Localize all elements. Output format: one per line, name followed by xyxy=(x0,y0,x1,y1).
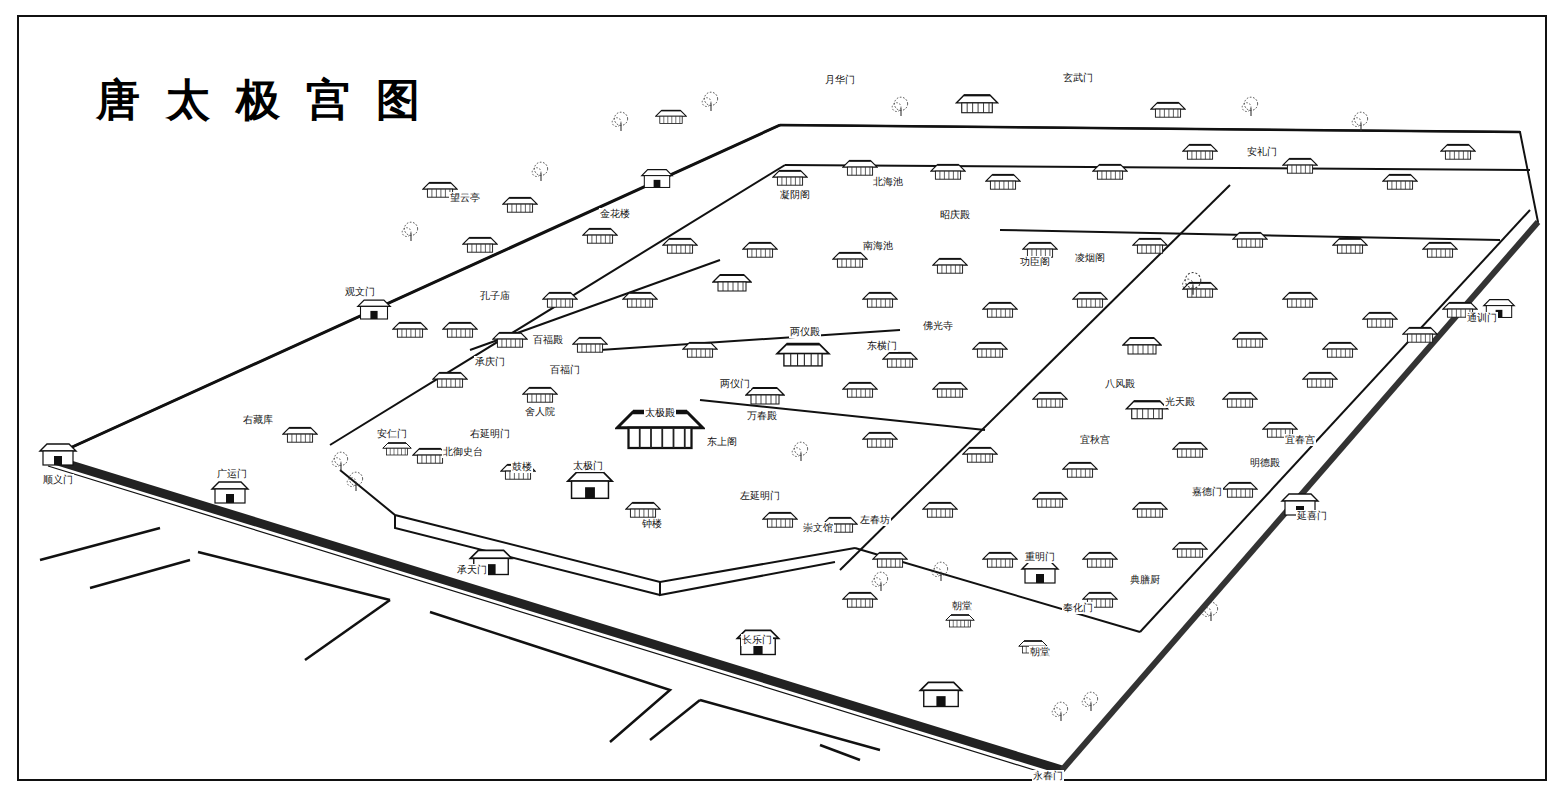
place-label: 左春坊 xyxy=(859,514,891,526)
place-label: 延喜门 xyxy=(1296,510,1328,522)
place-label: 南海池 xyxy=(862,240,894,252)
place-label: 安礼门 xyxy=(1246,146,1278,158)
place-label: 宜春宫 xyxy=(1284,434,1316,446)
place-label: 凝阴阁 xyxy=(779,189,811,201)
place-label: 通训门 xyxy=(1466,312,1498,324)
place-label: 左延明门 xyxy=(739,490,781,502)
place-label: 崇文馆 xyxy=(802,522,834,534)
place-label: 太极殿 xyxy=(644,407,676,419)
place-label: 月华门 xyxy=(824,74,856,86)
place-label: 昭庆殿 xyxy=(939,209,971,221)
place-label: 功臣阁 xyxy=(1019,256,1051,268)
place-label: 北御史台 xyxy=(442,446,484,458)
place-label: 万春殿 xyxy=(746,410,778,422)
place-label: 太极门 xyxy=(572,460,604,472)
place-label: 右藏库 xyxy=(242,414,274,426)
place-label: 孔子庙 xyxy=(479,290,511,302)
place-label: 右延明门 xyxy=(469,428,511,440)
place-label: 八风殿 xyxy=(1104,378,1136,390)
place-label: 朝堂 xyxy=(951,600,973,612)
place-label: 永春门 xyxy=(1032,770,1064,782)
place-label: 光天殿 xyxy=(1164,396,1196,408)
place-label: 两仪门 xyxy=(719,378,751,390)
place-label: 玄武门 xyxy=(1062,72,1094,84)
place-label: 承庆门 xyxy=(474,356,506,368)
place-label: 顺义门 xyxy=(42,474,74,486)
place-label: 观文门 xyxy=(344,286,376,298)
place-label: 奉化门 xyxy=(1062,602,1094,614)
place-label: 望云亭 xyxy=(449,192,481,204)
place-label: 金花楼 xyxy=(599,208,631,220)
place-label: 承天门 xyxy=(456,564,488,576)
place-label: 宜秋宫 xyxy=(1079,434,1111,446)
place-label: 百福门 xyxy=(549,364,581,376)
map-title: 唐太极宫图 xyxy=(96,74,446,126)
place-label: 鼓楼 xyxy=(511,461,533,473)
place-label: 东上阁 xyxy=(706,436,738,448)
place-label: 安仁门 xyxy=(376,428,408,440)
place-label: 重明门 xyxy=(1024,551,1056,563)
place-label: 钟楼 xyxy=(641,518,663,530)
place-label: 舍人院 xyxy=(524,406,556,418)
place-label: 北海池 xyxy=(872,176,904,188)
place-label: 朝堂 xyxy=(1029,646,1051,658)
place-label: 嘉德门 xyxy=(1191,486,1223,498)
place-label: 东横门 xyxy=(866,340,898,352)
place-label: 凌烟阁 xyxy=(1074,252,1106,264)
place-label: 广运门 xyxy=(216,468,248,480)
place-label: 典膳厨 xyxy=(1129,574,1161,586)
place-label: 长乐门 xyxy=(741,634,773,646)
place-label: 两仪殿 xyxy=(789,326,821,338)
place-label: 百福殿 xyxy=(532,334,564,346)
place-label: 明德殿 xyxy=(1249,457,1281,469)
place-label: 佛光寺 xyxy=(922,320,954,332)
